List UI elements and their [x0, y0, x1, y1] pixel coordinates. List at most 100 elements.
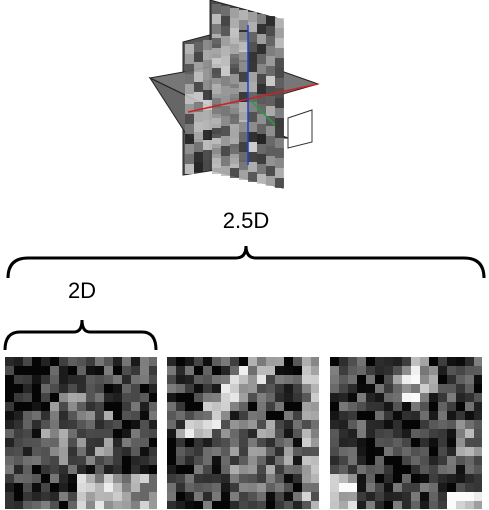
- plane-pixel: [221, 16, 230, 26]
- patch-pixel: [5, 465, 14, 474]
- patch-pixel: [32, 465, 41, 474]
- patch-pixel: [384, 474, 393, 483]
- patch-pixel: [185, 420, 194, 429]
- patch-pixel: [348, 366, 357, 375]
- patch-pixel: [68, 366, 77, 375]
- plane-pixel: [239, 72, 248, 82]
- patch-pixel: [122, 357, 131, 366]
- patch-pixel: [420, 411, 429, 420]
- patch-pixel: [348, 474, 357, 483]
- patch-pixel: [23, 501, 32, 509]
- plane-pixel: [275, 178, 284, 188]
- patch-pixel: [348, 375, 357, 384]
- patch-pixel: [366, 474, 375, 483]
- patch-pixel: [284, 411, 293, 420]
- patch-pixel: [113, 357, 122, 366]
- patch-pixel: [293, 465, 302, 474]
- patch-pixel: [77, 456, 86, 465]
- patch-pixel: [402, 366, 411, 375]
- patch-pixel: [23, 393, 32, 402]
- patch-pixel: [257, 366, 266, 375]
- patch-pixel: [194, 438, 203, 447]
- patch-pixel: [375, 366, 384, 375]
- patch-pixel: [50, 384, 59, 393]
- patch-pixel: [122, 492, 131, 501]
- patch-pixel: [456, 483, 465, 492]
- patch-pixel: [266, 465, 275, 474]
- plane-pixel: [257, 44, 266, 54]
- patch-pixel: [375, 456, 384, 465]
- patch-pixel: [257, 420, 266, 429]
- patch-pixel: [411, 429, 420, 438]
- patch-pixel: [465, 474, 474, 483]
- patch-pixel: [149, 492, 157, 501]
- plane-pixel: [185, 164, 194, 174]
- patch-pixel: [77, 411, 86, 420]
- plane-pixel: [221, 76, 230, 86]
- patch-pixel: [429, 501, 438, 509]
- patch-pixel: [77, 357, 86, 366]
- patch-pixel: [393, 402, 402, 411]
- patch-pixel: [375, 429, 384, 438]
- plane-pixel: [230, 74, 239, 84]
- patch-pixel: [411, 483, 420, 492]
- plane-pixel: [212, 138, 221, 148]
- patch-pixel: [438, 393, 447, 402]
- patch-pixel: [348, 402, 357, 411]
- patch-pixel: [95, 366, 104, 375]
- patch-pixel: [284, 483, 293, 492]
- patch-pixel: [5, 411, 14, 420]
- patch-pixel: [293, 393, 302, 402]
- patch-pixel: [456, 357, 465, 366]
- plane-pixel: [212, 38, 221, 48]
- patch-pixel: [411, 393, 420, 402]
- patch-pixel: [5, 447, 14, 456]
- patch-pixel: [465, 420, 474, 429]
- patch-pixel: [330, 456, 339, 465]
- plane-pixel: [185, 124, 194, 134]
- patch-pixel: [411, 465, 420, 474]
- patch-pixel: [465, 465, 474, 474]
- plane-pixel: [266, 16, 275, 26]
- patch-pixel: [122, 465, 131, 474]
- patch-pixel: [248, 402, 257, 411]
- patch-pixel: [375, 465, 384, 474]
- patch-pixel: [438, 492, 447, 501]
- patch-pixel: [77, 492, 86, 501]
- patch-pixel: [266, 375, 275, 384]
- plane-pixel: [257, 24, 266, 34]
- patch-pixel: [77, 501, 86, 509]
- patch-pixel: [311, 411, 319, 420]
- patch-pixel: [393, 393, 402, 402]
- plane-pixel: [203, 120, 212, 130]
- patch-pixel: [311, 429, 319, 438]
- patch-pixel: [167, 384, 176, 393]
- patch-pixel: [104, 438, 113, 447]
- patch-pixel: [59, 420, 68, 429]
- patch-pixel: [5, 402, 14, 411]
- patch-pixel: [438, 375, 447, 384]
- patch-pixel: [348, 429, 357, 438]
- patch-pixel: [456, 501, 465, 509]
- patch-pixel: [311, 438, 319, 447]
- patch-pixel: [348, 447, 357, 456]
- orthogonal-planes-3d: [148, 0, 320, 189]
- plane-pixel: [203, 100, 212, 110]
- patch-pixel: [32, 483, 41, 492]
- patch-pixel: [339, 492, 348, 501]
- patch-pixel: [393, 411, 402, 420]
- patch-pixel: [456, 474, 465, 483]
- patch-pixel: [212, 447, 221, 456]
- patch-pixel: [221, 411, 230, 420]
- patch-pixel: [366, 384, 375, 393]
- patch-pixel: [411, 357, 420, 366]
- patch-pixel: [86, 474, 95, 483]
- patch-pixel: [50, 483, 59, 492]
- plane-pixel: [257, 74, 266, 84]
- patch-pixel: [68, 501, 77, 509]
- plane-pixel: [212, 128, 221, 138]
- patch-pixel: [176, 465, 185, 474]
- patch-pixel: [131, 501, 140, 509]
- patch-pixel: [104, 465, 113, 474]
- patch-pixel: [50, 375, 59, 384]
